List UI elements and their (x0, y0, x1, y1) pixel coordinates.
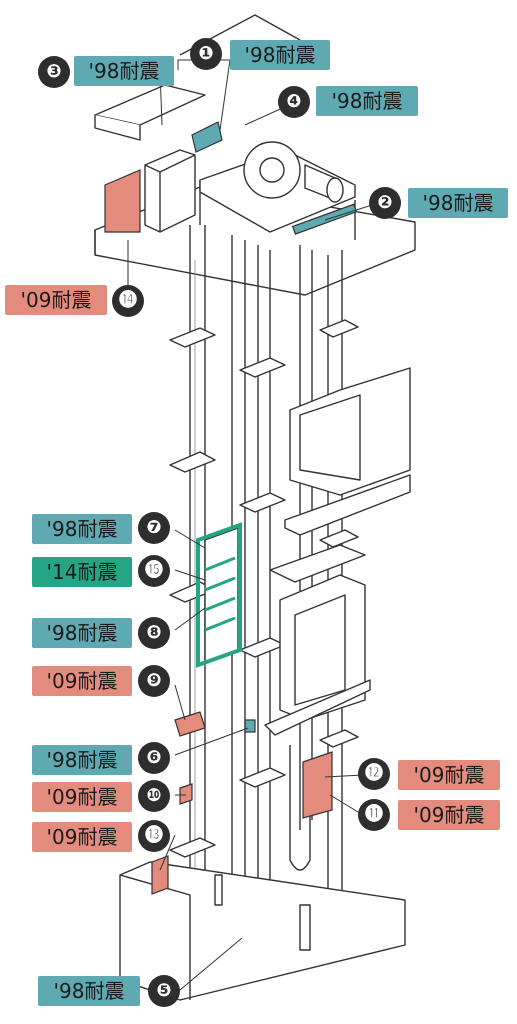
callout-11-label: '09耐震 (398, 800, 500, 830)
callout-10-label: '09耐震 (32, 782, 132, 812)
callout-9-label: '09耐震 (32, 666, 132, 696)
callout-4-number: ❹ (278, 86, 310, 118)
callout-6-number: ❻ (138, 742, 170, 774)
callout-2-label: '98耐震 (408, 188, 508, 218)
callout-3-label: '98耐震 (74, 56, 174, 86)
callout-6-label: '98耐震 (32, 745, 132, 775)
callout-12-label: '09耐震 (398, 760, 500, 790)
callout-11-number: ⓫ (358, 799, 390, 831)
callout-10-number: ❿ (138, 780, 170, 812)
callout-8-number: ❽ (138, 617, 170, 649)
callout-13-number: ⓭ (138, 820, 170, 852)
callout-13-label: '09耐震 (32, 822, 132, 852)
callout-15-label: '14耐震 (32, 557, 132, 587)
callout-1b-label: '98耐震 (230, 40, 330, 70)
callout-4-label: '98耐震 (316, 86, 418, 116)
callout-5-label: '98耐震 (38, 976, 140, 1006)
callout-1-number: ❶ (190, 38, 222, 70)
callout-7-number: ❼ (138, 512, 170, 544)
callout-7-label: '98耐震 (32, 514, 132, 544)
callout-5-number: ❺ (148, 975, 180, 1007)
callout-15-number: ⓯ (138, 555, 170, 587)
callout-8-label: '98耐震 (32, 618, 132, 648)
callout-9-number: ❾ (138, 665, 170, 697)
callout-2-number: ❷ (369, 187, 401, 219)
callout-3-number: ❸ (38, 56, 70, 88)
callout-14-number: ⓮ (112, 285, 144, 317)
callout-14-label: '09耐震 (5, 285, 107, 315)
callout-12-number: ⓬ (358, 758, 390, 790)
